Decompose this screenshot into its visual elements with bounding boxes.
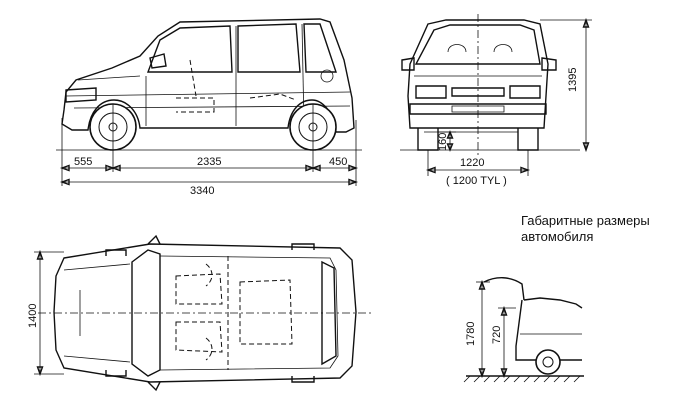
open-hatch-view: 1780 720 — [463, 277, 584, 383]
hatch-wheel-icon — [535, 349, 561, 375]
caption-line-2: автомобиля — [521, 229, 594, 244]
front-track-label: 1220 — [460, 157, 484, 169]
sill-height-label: 720 — [491, 326, 503, 344]
front-overhang-label: 555 — [74, 156, 92, 168]
top-view: 1400 — [27, 234, 372, 392]
drawing-caption: Габаритные размеры автомобиля — [521, 213, 650, 245]
ground-clearance-label: 160 — [437, 133, 449, 151]
overall-width-label: 1400 — [27, 304, 39, 328]
rear-track-note-label: ( 1200 ТYL ) — [446, 175, 507, 187]
front-view: 1395 160 1220 ( 1200 ТYL ) — [400, 14, 592, 187]
overall-height-label: 1395 — [567, 68, 579, 92]
overall-length-label: 3340 — [190, 185, 214, 197]
hatch-open-height-label: 1780 — [465, 322, 477, 346]
rear-overhang-label: 450 — [329, 156, 347, 168]
caption-line-1: Габаритные размеры — [521, 213, 650, 228]
wheelbase-label: 2335 — [197, 156, 221, 168]
side-view: 555 2335 450 3340 — [56, 18, 362, 197]
